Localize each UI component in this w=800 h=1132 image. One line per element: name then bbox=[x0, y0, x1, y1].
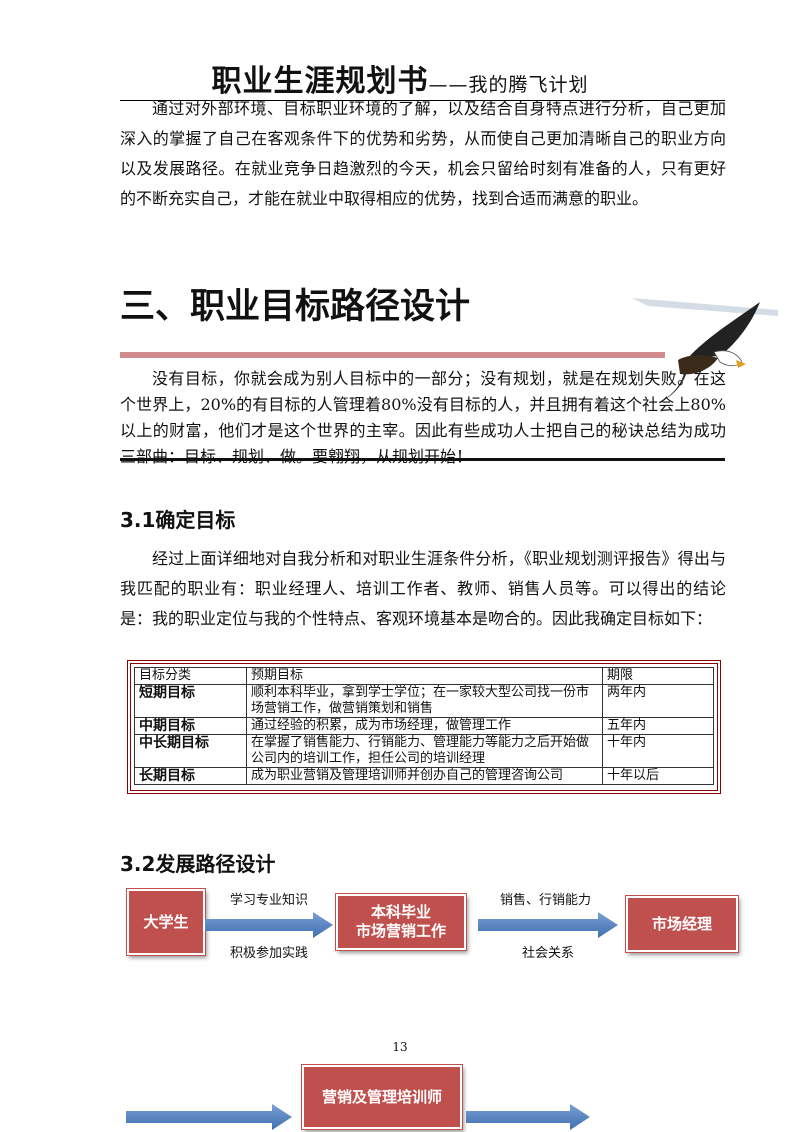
row-goal: 成为职业营销及管理培训师并创办自己的管理咨询公司 bbox=[246, 767, 603, 785]
document-header: 职业生涯规划书——我的腾飞计划 bbox=[0, 56, 800, 100]
section-title: 三、职业目标路径设计 bbox=[120, 287, 471, 327]
path-box-graduate: 本科毕业 市场营销工作 bbox=[336, 894, 466, 950]
path-arrow-3 bbox=[126, 1104, 292, 1130]
subsection-3-2-title: 3.2发展路径设计 bbox=[120, 852, 276, 876]
row-term: 五年内 bbox=[602, 717, 714, 735]
header-term: 期限 bbox=[602, 667, 714, 685]
subsection-3-1-paragraph: 经过上面详细地对自我分析和对职业生涯条件分析，《职业规划测评报告》得出与我匹配的… bbox=[120, 549, 726, 628]
path-arrow-2 bbox=[478, 912, 618, 938]
row-term: 十年以后 bbox=[602, 767, 714, 785]
intro-paragraph: 通过对外部环境、目标职业环境的了解，以及结合自身特点进行分析，自己更加深入的掌握… bbox=[120, 99, 726, 208]
path-box-manager: 市场经理 bbox=[626, 896, 738, 952]
path-box-trainer: 营销及管理培训师 bbox=[302, 1065, 462, 1129]
header-category: 目标分类 bbox=[134, 667, 247, 685]
table-row: 长期目标 成为职业营销及管理培训师并创办自己的管理咨询公司 十年以后 bbox=[134, 767, 714, 785]
header-subtitle: ——我的腾飞计划 bbox=[428, 74, 589, 96]
arrow2-label-bottom: 社会关系 bbox=[522, 946, 575, 961]
eagle-image bbox=[632, 298, 778, 400]
header-divider bbox=[120, 100, 725, 101]
section-divider-red bbox=[120, 352, 665, 358]
arrow1-label-top: 学习专业知识 bbox=[230, 893, 309, 908]
subsection-3-1-title: 3.1确定目标 bbox=[120, 508, 236, 532]
page-number: 13 bbox=[392, 1040, 408, 1054]
header-goal: 预期目标 bbox=[246, 667, 603, 685]
row-goal: 通过经验的积累，成为市场经理，做管理工作 bbox=[246, 717, 603, 735]
row-term: 十年内 bbox=[602, 734, 714, 768]
arrow1-label-bottom: 积极参加实践 bbox=[230, 946, 309, 961]
table-row: 中长期目标 在掌握了销售能力、行销能力、管理能力等能力之后开始做公司内的培训工作… bbox=[134, 734, 714, 768]
row-category: 中期目标 bbox=[134, 717, 247, 735]
header-title: 职业生涯规划书 bbox=[211, 64, 429, 99]
row-category: 短期目标 bbox=[134, 684, 247, 718]
path-arrow-1 bbox=[205, 912, 333, 938]
row-category: 中长期目标 bbox=[134, 734, 247, 768]
section-quote: 没有目标，你就会成为别人目标中的一部分；没有规划，就是在规划失败。在这个世界上，… bbox=[120, 369, 726, 466]
row-goal: 在掌握了销售能力、行销能力、管理能力等能力之后开始做公司内的培训工作，担任公司的… bbox=[246, 734, 603, 768]
goals-table: 目标分类 预期目标 期限 短期目标 顺利本科毕业，拿到学士学位；在一家较大型公司… bbox=[134, 667, 714, 785]
row-category: 长期目标 bbox=[134, 767, 247, 785]
table-row: 短期目标 顺利本科毕业，拿到学士学位；在一家较大型公司找一份市场营销工作，做营销… bbox=[134, 684, 714, 718]
goals-table-frame: 目标分类 预期目标 期限 短期目标 顺利本科毕业，拿到学士学位；在一家较大型公司… bbox=[127, 660, 721, 794]
arrow2-label-top: 销售、行销能力 bbox=[500, 893, 592, 908]
row-term: 两年内 bbox=[602, 684, 714, 718]
path-box-student: 大学生 bbox=[127, 889, 205, 955]
table-header-row: 目标分类 预期目标 期限 bbox=[134, 667, 714, 685]
path-arrow-4 bbox=[466, 1104, 590, 1130]
row-goal: 顺利本科毕业，拿到学士学位；在一家较大型公司找一份市场营销工作，做营销策划和销售 bbox=[246, 684, 603, 718]
table-row: 中期目标 通过经验的积累，成为市场经理，做管理工作 五年内 bbox=[134, 717, 714, 735]
section-divider-black bbox=[120, 458, 725, 461]
